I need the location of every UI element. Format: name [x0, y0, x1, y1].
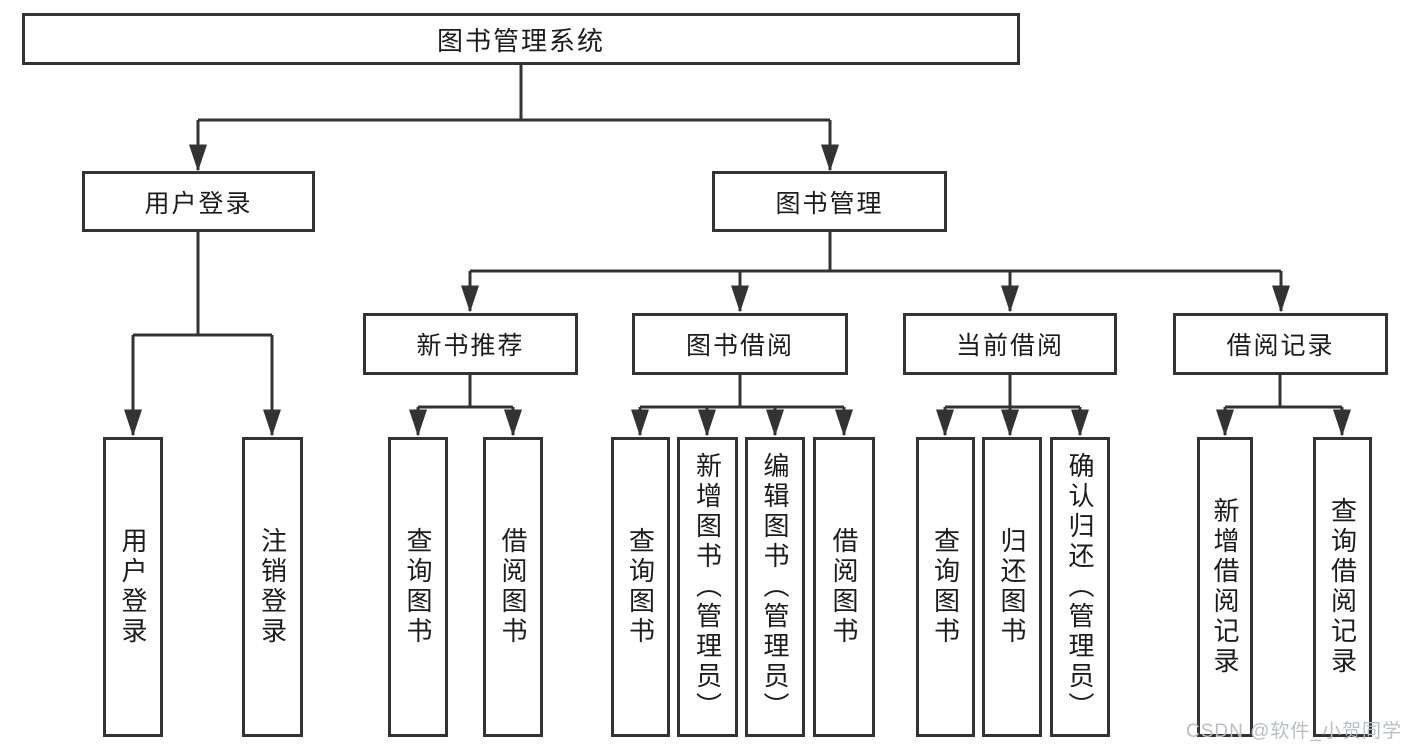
node-library-system: 图书管理系统	[22, 13, 1020, 65]
leaf-query-books-recommend: 查询图书	[388, 437, 448, 737]
branch-new-book	[409, 375, 522, 437]
leaf-borrow-books: 借阅图书	[813, 437, 875, 737]
leaf-add-book-admin: 新增图书（管理员）	[677, 437, 738, 737]
branch-book-management	[461, 232, 1290, 313]
leaf-logout: 注销登录	[242, 437, 303, 737]
node-current-borrow: 当前借阅	[903, 313, 1117, 375]
branch-user-login	[124, 232, 281, 437]
branch-current-borrow	[936, 375, 1089, 437]
node-borrow-records: 借阅记录	[1173, 313, 1388, 375]
branch-root	[189, 65, 839, 172]
leaf-query-borrow-record: 查询借阅记录	[1313, 437, 1372, 737]
leaf-user-login: 用户登录	[103, 437, 163, 737]
branch-book-borrow	[631, 375, 853, 437]
leaf-query-books-current: 查询图书	[916, 437, 975, 737]
leaf-confirm-return-admin: 确认归还（管理员）	[1050, 437, 1110, 737]
node-book-management: 图书管理	[712, 171, 947, 232]
leaf-edit-book-admin: 编辑图书（管理员）	[745, 437, 805, 737]
leaf-return-book: 归还图书	[982, 437, 1042, 737]
leaf-borrow-books-recommend: 借阅图书	[483, 437, 543, 737]
leaf-query-books-borrow: 查询图书	[611, 437, 670, 737]
node-new-book-recommend: 新书推荐	[363, 313, 578, 375]
node-book-borrow: 图书借阅	[632, 313, 848, 375]
leaf-add-borrow-record: 新增借阅记录	[1197, 437, 1253, 737]
branch-borrow-records	[1216, 375, 1351, 437]
node-user-login: 用户登录	[82, 171, 315, 232]
watermark: CSDN @软件_小贺同学	[1186, 721, 1402, 742]
